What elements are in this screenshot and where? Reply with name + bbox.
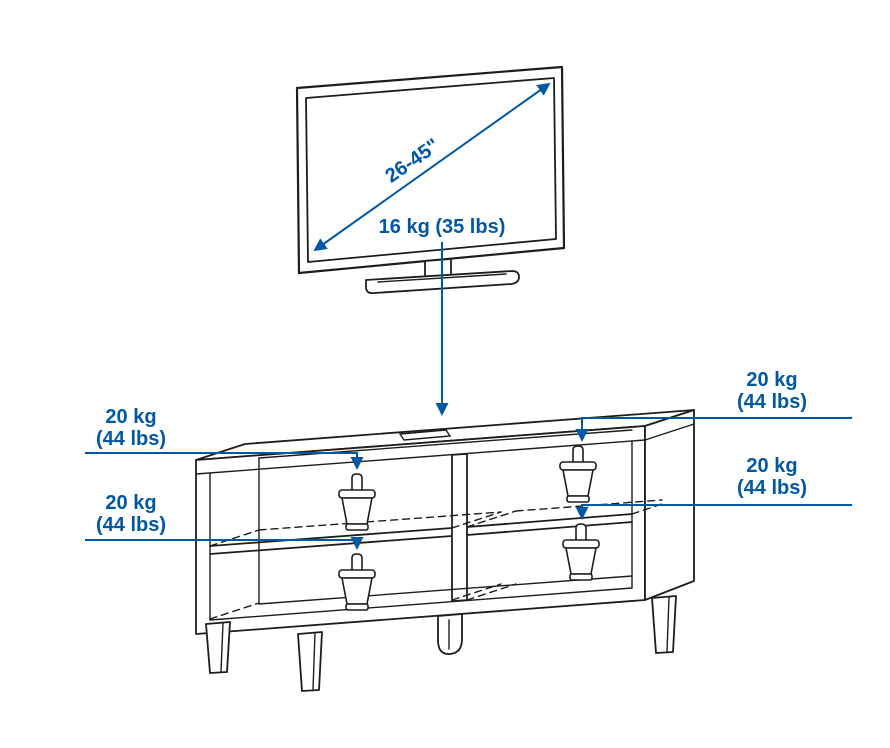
cable-outlet [398,429,452,441]
load-label-right-top: 20 kg (44 lbs) [575,369,852,442]
middle-divider [451,453,468,602]
top-panel-side-edge [644,423,695,441]
right-shelf [466,513,633,536]
load-value: 20 kg [105,492,156,514]
tv-weight-annotation: 16 kg (35 lbs) [379,216,506,416]
load-label-right-bottom: 20 kg (44 lbs) [575,455,852,520]
center-support [437,613,463,655]
load-label-left-bottom: 20 kg (44 lbs) [85,492,364,550]
tv-diagonal-arrow [313,82,551,252]
load-value-imperial: (44 lbs) [96,514,166,536]
leader-arrow [85,452,364,470]
leg-front-left [297,631,323,692]
top-panel-front-edge [195,439,646,475]
leader-arrow [575,504,852,520]
inner-bottom-edge [209,587,633,621]
leader-arrow [575,417,852,442]
leg-right [651,595,677,654]
tv-bench-illustration [195,409,695,692]
hidden-edge-lines [209,499,663,620]
leader-arrow [85,536,364,550]
load-label-left-top: 20 kg (44 lbs) [85,406,364,470]
left-shelf [209,527,453,555]
tv-max-weight-label: 16 kg (35 lbs) [379,216,506,238]
leg-back-left [205,621,231,674]
load-value-imperial: (44 lbs) [96,428,166,450]
load-value: 20 kg [105,406,156,428]
bench-legs [205,595,677,692]
load-value-imperial: (44 lbs) [737,477,807,499]
load-value: 20 kg [746,455,797,477]
load-value-imperial: (44 lbs) [737,391,807,413]
load-value: 20 kg [746,369,797,391]
interior-back-bottom-edge [258,575,633,605]
